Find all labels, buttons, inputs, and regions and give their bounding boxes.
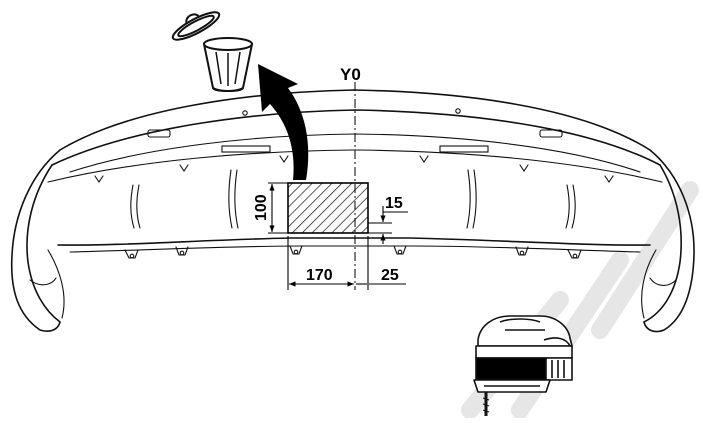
- dimension-height-label: 100: [253, 194, 270, 221]
- curved-arrow-icon: [258, 64, 309, 180]
- cut-area: [287, 182, 369, 234]
- dimension-height: 100: [253, 182, 288, 234]
- dimension-offset-vertical: 15: [368, 195, 408, 244]
- trash-bin-icon: [171, 11, 253, 92]
- dimension-offset-vertical-label: 15: [385, 195, 403, 212]
- dimension-offset-right-label: 25: [381, 267, 399, 284]
- dimension-width: 170: [287, 236, 354, 290]
- dimension-offset-right: 25: [356, 236, 406, 290]
- axis-label-y0: Y0: [340, 65, 361, 84]
- dimension-width-label: 170: [306, 267, 333, 284]
- jigsaw-tool-icon: [473, 315, 573, 416]
